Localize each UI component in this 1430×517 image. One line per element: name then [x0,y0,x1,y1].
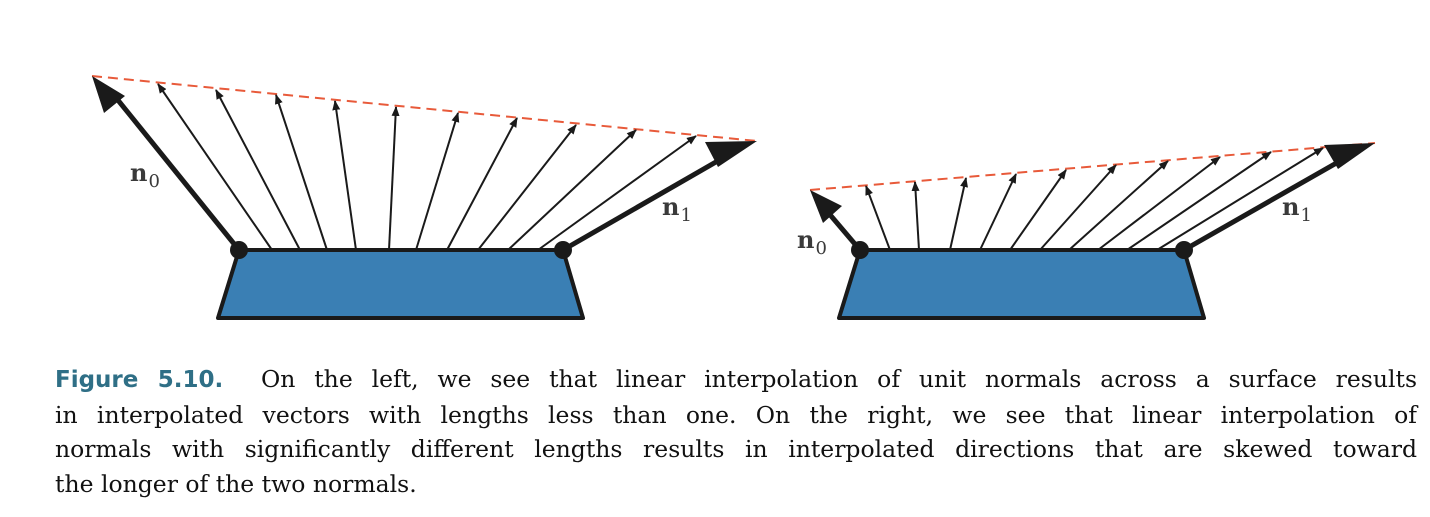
left-panel: n0 n1 [91,75,758,320]
right-interp-arrow [1156,147,1324,251]
caption-line-4: the longer of the two normals. [55,469,417,498]
right-interp-arrow [1039,164,1117,251]
left-n1-label: n1 [662,192,692,226]
right-interpolated-normals [865,147,1324,251]
left-interp-arrow [157,83,273,251]
left-normal-n1 [561,141,757,253]
figure-illustration: n0 n1 n0 n1 [91,75,1376,320]
left-interp-arrow [388,106,400,251]
right-interp-arrow [1009,169,1067,251]
right-n1-label: n1 [1282,192,1312,226]
right-normal-n1 [1182,143,1375,253]
left-vertex-end [554,241,572,259]
caption-line-2: in interpolated vectors with lengths les… [55,400,1417,429]
left-interp-arrow [215,89,301,251]
right-interp-arrow [949,177,968,251]
left-vertex-start [230,241,248,259]
left-interpolated-normals [157,83,697,251]
left-interp-arrow [537,135,697,251]
left-surface-block [216,248,585,320]
left-interp-arrow [446,117,518,251]
right-interp-arrow [1126,151,1272,251]
left-n0-label: n0 [130,158,160,192]
figure-caption: Figure 5.10. On the left, we see that li… [55,362,1417,501]
left-interp-arrow [477,124,577,251]
caption-line-1: Figure 5.10. On the left, we see that li… [55,362,1417,398]
caption-text-line: On the left, we see that linear interpol… [260,365,1418,393]
left-interp-arrow [415,112,460,251]
right-interp-arrow [911,181,920,251]
figure-svg: n0 n1 n0 n1 [91,75,1376,320]
right-panel: n0 n1 [797,142,1376,320]
figure-number-label: Figure 5.10. [55,367,224,393]
right-interp-arrow [979,173,1017,251]
right-surface-block [837,248,1206,320]
right-n0-label: n0 [797,225,827,259]
right-interp-arrow [865,185,891,251]
right-vertex-end [1175,241,1193,259]
left-interp-arrow [332,100,357,251]
left-normal-n0 [92,76,241,252]
caption-line-3: normals with significantly different len… [55,435,1417,463]
right-interpolation-line [809,142,1376,191]
left-interp-arrow [507,129,637,251]
right-vertex-start [851,241,869,259]
left-interpolation-line [91,75,758,142]
left-interp-arrow [275,94,328,251]
right-interp-arrow [1068,160,1169,251]
right-interp-arrow [1097,156,1221,251]
